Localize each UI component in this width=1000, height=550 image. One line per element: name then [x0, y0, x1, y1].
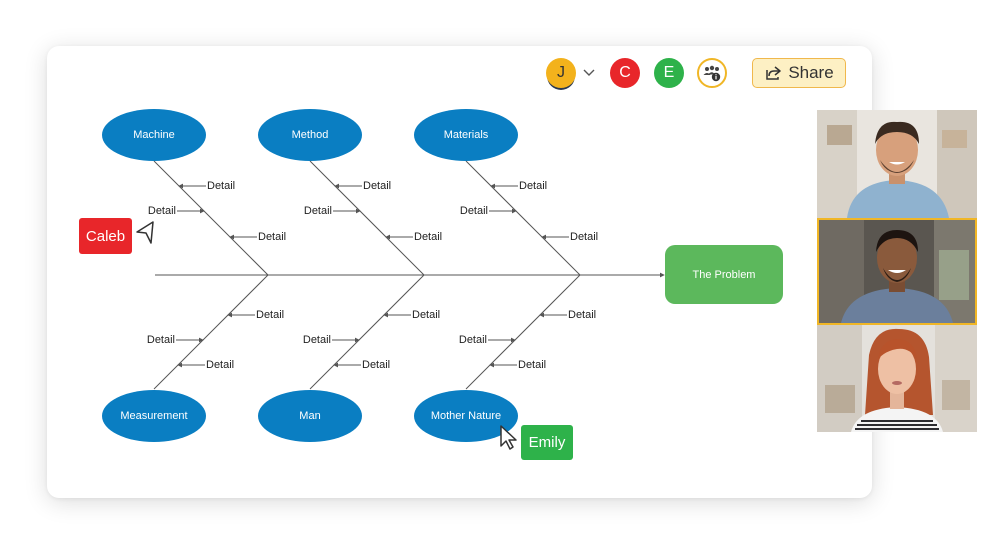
- problem-node[interactable]: The Problem: [665, 245, 783, 304]
- detail-label: Detail: [570, 231, 598, 243]
- detail-label: Detail: [304, 205, 332, 217]
- cause-bone-bottom: [465, 274, 581, 390]
- cause-label: Mother Nature: [431, 410, 501, 422]
- avatar-initial: C: [619, 64, 631, 81]
- problem-box: [665, 245, 783, 304]
- cause-node-bottom[interactable]: Man: [258, 390, 362, 442]
- detail-label: Detail: [207, 180, 235, 192]
- participant-video-icon: [819, 220, 975, 323]
- cursor-label-caleb: Caleb: [79, 218, 132, 254]
- cause-ellipse: [258, 390, 362, 442]
- collaborators-info-icon[interactable]: [697, 58, 727, 88]
- cause-label: Machine: [133, 129, 175, 141]
- detail-label: Detail: [363, 180, 391, 192]
- share-icon: [766, 66, 782, 80]
- cause-ellipse: [102, 109, 206, 161]
- detail-label: Detail: [148, 205, 176, 217]
- cause-bone-top: [309, 160, 425, 276]
- avatar-initial: E: [663, 64, 675, 81]
- problem-label: The Problem: [693, 269, 756, 281]
- cause-node-top[interactable]: Materials: [414, 109, 518, 161]
- cause-ellipse: [414, 109, 518, 161]
- detail-label: Detail: [303, 334, 331, 346]
- cause-bone-bottom: [153, 274, 269, 390]
- cause-node-top[interactable]: Machine: [102, 109, 206, 161]
- cause-node-top[interactable]: Method: [258, 109, 362, 161]
- detail-label: Detail: [412, 309, 440, 321]
- cause-label: Method: [292, 129, 329, 141]
- cause-label: Materials: [444, 129, 489, 141]
- detail-label: Detail: [518, 359, 546, 371]
- cause-node-bottom[interactable]: Measurement: [102, 390, 206, 442]
- user-avatar-j[interactable]: J: [546, 58, 576, 88]
- chevron-down-icon[interactable]: [582, 66, 596, 80]
- detail-label: Detail: [414, 231, 442, 243]
- cause-ellipse: [102, 390, 206, 442]
- detail-label: Detail: [256, 309, 284, 321]
- detail-label: Detail: [568, 309, 596, 321]
- detail-label: Detail: [362, 359, 390, 371]
- user-avatar-e[interactable]: E: [654, 58, 684, 88]
- cursor-pointer-icon: [136, 221, 154, 244]
- detail-label: Detail: [460, 205, 488, 217]
- participant-video-icon: [817, 110, 977, 218]
- video-tile-3[interactable]: [817, 325, 977, 432]
- detail-label: Detail: [206, 359, 234, 371]
- share-label: Share: [788, 63, 834, 82]
- cause-label: Man: [299, 410, 320, 422]
- top-toolbar: J C E Share: [0, 0, 1000, 110]
- cursor-pointer-icon: [500, 425, 517, 450]
- user-avatar-c[interactable]: C: [610, 58, 640, 88]
- share-button[interactable]: Share: [752, 58, 846, 88]
- cause-ellipse: [258, 109, 362, 161]
- video-tile-1[interactable]: [817, 110, 977, 218]
- cursor-name: Caleb: [85, 227, 126, 245]
- detail-label: Detail: [147, 334, 175, 346]
- cause-bone-top: [465, 160, 581, 276]
- cause-node-bottom[interactable]: Mother Nature: [414, 390, 518, 442]
- cursor-label-emily: Emily: [521, 425, 573, 460]
- cause-ellipse: [414, 390, 518, 442]
- participant-video-icon: [817, 325, 977, 432]
- detail-label: Detail: [459, 334, 487, 346]
- cause-bone-top: [153, 160, 269, 276]
- avatar-initial: J: [557, 64, 565, 81]
- cause-bone-bottom: [309, 274, 425, 390]
- cursor-name: Emily: [528, 434, 566, 451]
- cause-label: Measurement: [120, 410, 187, 422]
- video-tile-2[interactable]: [817, 218, 977, 325]
- detail-label: Detail: [258, 231, 286, 243]
- detail-label: Detail: [519, 180, 547, 192]
